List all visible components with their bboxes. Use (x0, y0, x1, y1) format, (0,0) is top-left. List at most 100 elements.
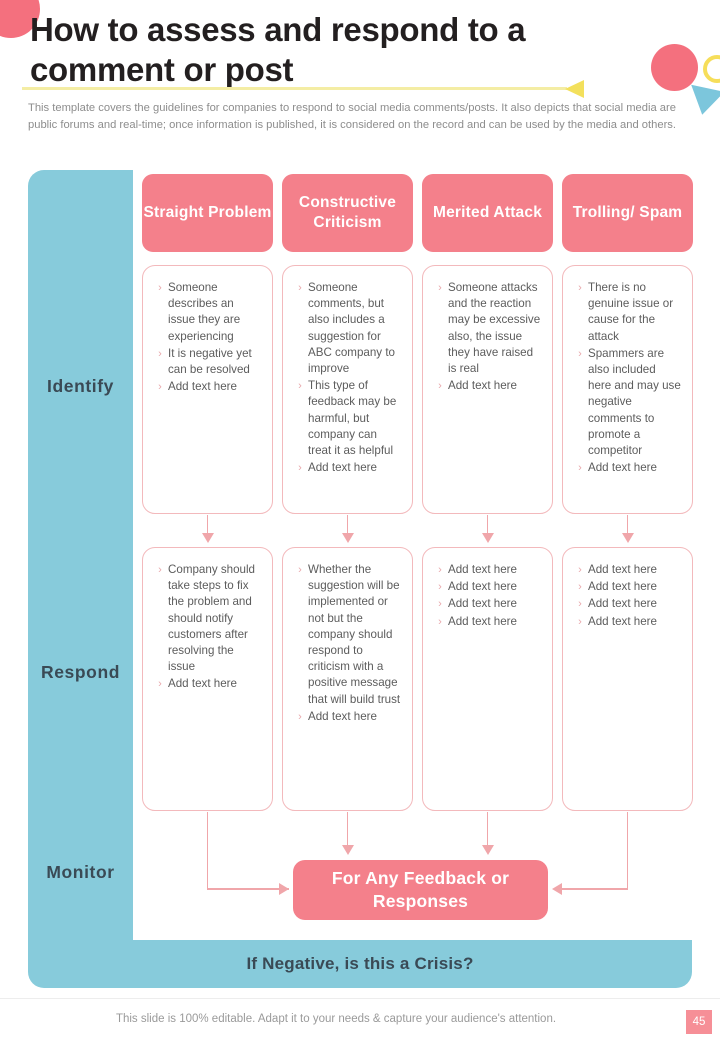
list-item-text: Add text here (588, 614, 657, 628)
list-item: ›This type of feedback may be harmful, b… (292, 378, 402, 459)
chevron-right-icon: › (298, 380, 302, 393)
stage-label-respond: Respond (40, 662, 121, 682)
column-header-label: Constructive Criticism (298, 193, 397, 231)
list-item: › Add text here (572, 562, 682, 578)
arrow-head-respond-feedback-2 (341, 845, 354, 855)
identify-card-3[interactable]: › Someone attacks and the reaction may be… (422, 265, 553, 514)
chevron-right-icon: › (298, 462, 302, 475)
page-description: This template covers the guidelines for … (28, 102, 677, 132)
footer-note-label: This slide is 100% editable. Adapt it to… (115, 1013, 557, 1025)
page-number-badge: 45 (686, 1010, 712, 1034)
column-header-1[interactable]: Straight Problem (142, 174, 273, 252)
divider-arrow-icon (565, 80, 584, 98)
chevron-right-icon: › (578, 347, 582, 360)
identify-card-4[interactable]: › There is no genuine issue or cause for … (562, 265, 693, 514)
arrow-line-identify-respond-2 (346, 515, 349, 537)
arrow-head-respond-feedback-left-4 (552, 883, 562, 895)
list-item-text: Someone describes an issue they are expe… (168, 281, 241, 343)
chevron-right-icon: › (298, 564, 302, 576)
list-item: ›Add text here (572, 460, 682, 476)
chevron-right-icon: › (578, 462, 582, 475)
chevron-right-icon: › (578, 581, 582, 594)
page-title: How to assess and respond to a comment o… (30, 11, 526, 89)
list-item-text: Add text here (448, 563, 517, 576)
arrow-head-respond-feedback-3 (481, 845, 494, 855)
respond-card-1[interactable]: › Company should take steps to fix the pr… (142, 547, 273, 811)
list-item: ›Add text here (432, 378, 542, 394)
arrow-head-identify-respond-3 (481, 533, 494, 543)
arrow-line-identify-respond-4 (626, 515, 629, 537)
chevron-right-icon: › (438, 282, 442, 294)
divider-line (22, 87, 567, 90)
feedback-box[interactable]: For Any Feedback or Responses (293, 860, 548, 920)
crisis-question-label: If Negative, is this a Crisis? (246, 954, 474, 973)
column-header-label: Trolling/ Spam (572, 203, 683, 221)
footer-divider (0, 998, 720, 999)
list-item-text: Add text here (448, 614, 517, 628)
arrow-head-identify-respond-1 (201, 533, 214, 543)
arrow-line-respond-feedback-down-4 (626, 812, 629, 889)
list-item-text: Someone comments, but also includes a su… (308, 281, 395, 376)
list-item-text: Add text here (308, 461, 377, 475)
stage-label-monitor: Monitor (46, 862, 115, 882)
list-item: › Someone describes an issue they are exp… (152, 280, 262, 345)
arrow-line-respond-feedback-2 (346, 812, 349, 848)
chevron-right-icon: › (578, 598, 582, 611)
chevron-right-icon: › (438, 615, 442, 628)
column-header-label: Straight Problem (143, 203, 272, 221)
chevron-right-icon: › (438, 380, 442, 393)
respond-card-4[interactable]: ›Add text here›Add text here›Add text he… (562, 547, 693, 811)
list-item: › There is no genuine issue or cause for … (572, 280, 682, 345)
list-item: › Add text here (432, 562, 542, 578)
list-item-text: Someone attacks and the reaction may be … (448, 281, 541, 376)
identify-card-1[interactable]: › Someone describes an issue they are exp… (142, 265, 273, 514)
arrow-line-identify-respond-3 (486, 515, 489, 537)
column-header-3[interactable]: Merited Attack (422, 174, 553, 252)
respond-card-2[interactable]: › Whether the suggestion will be implemen… (282, 547, 413, 811)
arrow-line-respond-feedback-left-4 (562, 888, 628, 890)
list-item: › Someone attacks and the reaction may be… (432, 280, 542, 377)
list-item: › Add text here (152, 676, 262, 692)
column-header-label: Merited Attack (432, 203, 543, 221)
list-item: › It is negative yet can be resolved (152, 346, 262, 378)
list-item-text: Add text here (588, 563, 657, 576)
list-item: › Whether the suggestion will be implemen… (292, 562, 402, 708)
chevron-right-icon: › (158, 282, 162, 294)
list-item: ›Add text here (292, 709, 402, 725)
list-item-text: Whether the suggestion will be implement… (308, 563, 401, 706)
crisis-question-bar: If Negative, is this a Crisis? (28, 940, 692, 988)
list-item-text: Company should take steps to fix the pro… (168, 563, 256, 674)
chevron-right-icon: › (578, 615, 582, 628)
column-header-2[interactable]: Constructive Criticism (282, 174, 413, 252)
decor-ring-icon (703, 55, 720, 83)
chevron-right-icon: › (158, 381, 162, 394)
list-item-text: Add text here (448, 580, 517, 594)
list-item: ›Someone comments, but also includes a s… (292, 280, 402, 377)
chevron-right-icon: › (298, 710, 302, 723)
list-item: › Add text here (152, 379, 262, 395)
chevron-right-icon: › (158, 347, 162, 360)
list-item: ›Add text here (572, 579, 682, 595)
arrow-head-identify-respond-2 (341, 533, 354, 543)
list-item-text: Add text here (168, 677, 237, 691)
chevron-right-icon: › (158, 564, 162, 576)
list-item: ›Add text here (572, 596, 682, 612)
identify-card-2[interactable]: › Someone comments, but also includes a s… (282, 265, 413, 514)
arrow-head-identify-respond-4 (621, 533, 634, 543)
list-item: › Spammers are also included here and may… (572, 346, 682, 459)
chevron-right-icon: › (158, 678, 162, 691)
arrow-line-respond-feedback-down-1 (206, 812, 209, 889)
chevron-right-icon: › (578, 564, 582, 576)
list-item-text: It is negative yet can be resolved (168, 346, 252, 377)
list-item: › Add text here (432, 614, 542, 630)
arrow-line-respond-feedback-right-1 (206, 888, 289, 890)
list-item-text: Spammers are also included here and may … (588, 346, 681, 458)
column-header-4[interactable]: Trolling/ Spam (562, 174, 693, 252)
chevron-right-icon: › (578, 282, 582, 294)
respond-card-3[interactable]: ›Add text here›Add text here›Add text he… (422, 547, 553, 811)
decor-triangle-icon (685, 84, 720, 119)
chevron-right-icon: › (438, 564, 442, 576)
footer-note: This slide is 100% editable. Adapt it to… (0, 1013, 720, 1025)
list-item-text: There is no genuine issue or cause for t… (588, 281, 674, 343)
list-item-text: Add text here (168, 380, 237, 394)
